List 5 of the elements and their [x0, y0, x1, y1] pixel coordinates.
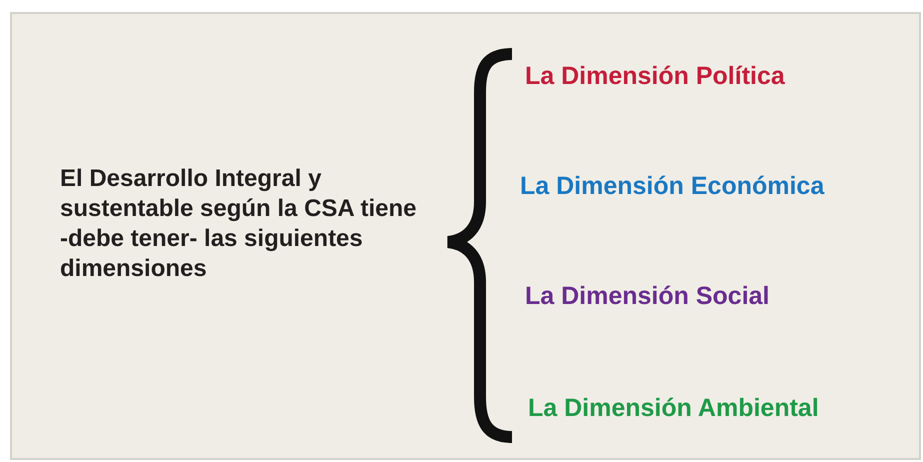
dimension-label: La Dimensión Social	[525, 282, 770, 311]
dimension-label: La Dimensión Económica	[520, 172, 824, 201]
dimension-label: La Dimensión Ambiental	[528, 394, 819, 423]
intro-text: El Desarrollo Integral y sustentable según la CSA tiene -debe tener- las siguientes dimensiones	[60, 164, 418, 284]
dimension-label: La Dimensión Política	[525, 62, 785, 91]
